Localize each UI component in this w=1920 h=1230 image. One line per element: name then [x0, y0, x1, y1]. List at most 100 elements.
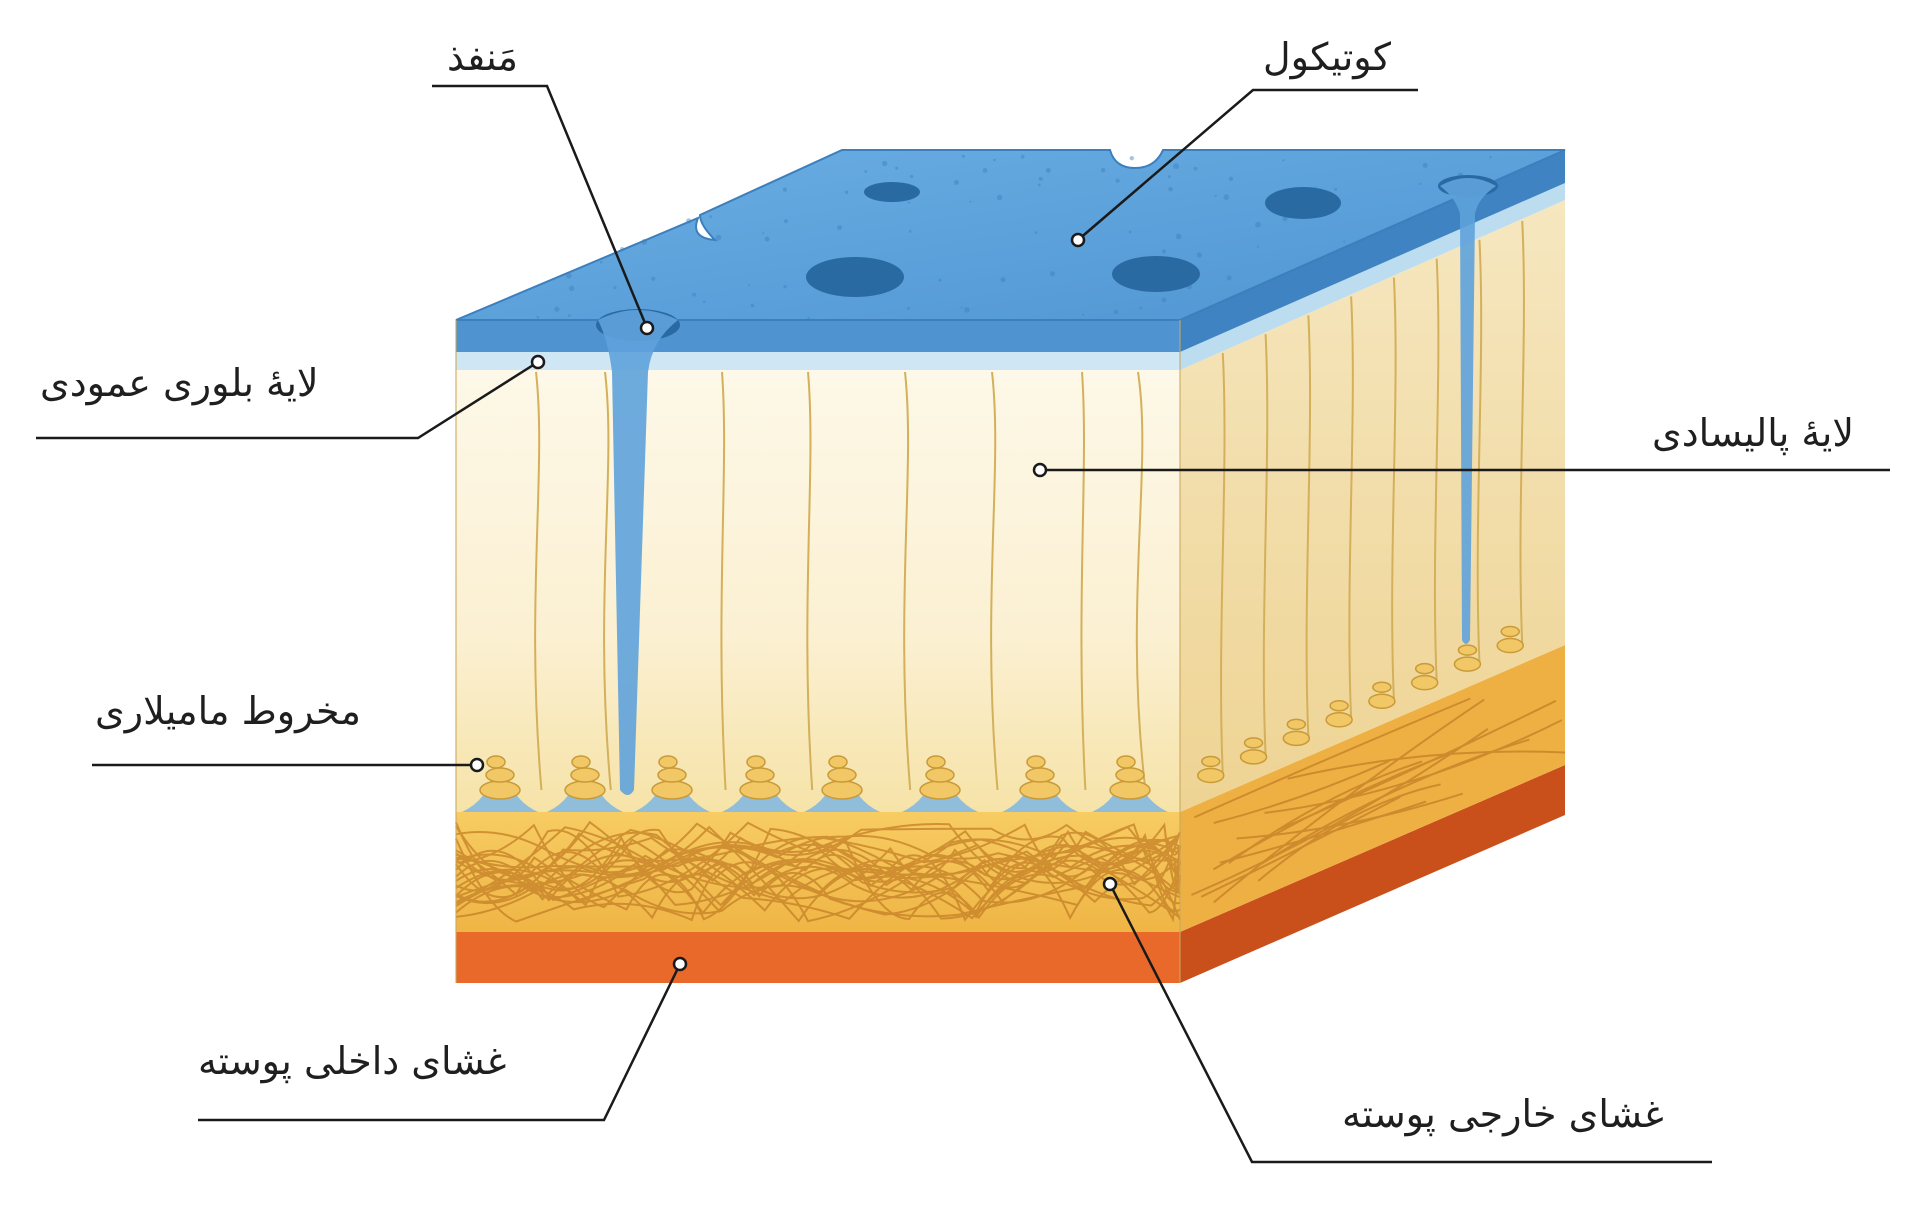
- cuticle-speckle: [536, 316, 540, 319]
- membrane-fiber: [1236, 792, 1464, 840]
- mammillary-cone: [1239, 737, 1268, 765]
- cuticle-speckle: [783, 285, 787, 289]
- cuticle-speckle: [1037, 183, 1041, 187]
- mammillary-cones: [462, 625, 1524, 812]
- cell-wall: [603, 371, 612, 791]
- mammillary-cone: [1410, 662, 1439, 691]
- membrane-fiber: [1193, 697, 1471, 819]
- membrane-fiber: [1261, 738, 1530, 865]
- mammillary-cone: [1197, 755, 1225, 784]
- cuticle-speckle: [1161, 249, 1167, 254]
- cuticle-speckle: [960, 306, 963, 309]
- cuticle-speckle: [568, 314, 571, 317]
- cuticle-speckle: [1175, 233, 1182, 240]
- cuticle-speckle: [1038, 176, 1043, 181]
- cuticle-speckle: [1045, 167, 1051, 173]
- cuticle-speckle: [1226, 275, 1232, 281]
- cuticle-speckle: [1049, 271, 1056, 277]
- cuticle-speckle: [651, 276, 656, 281]
- cuticle-speckle: [686, 218, 692, 224]
- cuticle-speckle: [1282, 159, 1285, 162]
- membrane-fiber: [455, 825, 1181, 921]
- membrane-fiber: [455, 830, 1181, 881]
- cuticle-speckle: [964, 307, 970, 313]
- membrane-fiber: [1264, 719, 1563, 814]
- membrane-fiber: [455, 829, 1181, 922]
- cuticle-speckle: [782, 187, 787, 192]
- cell-wall: [903, 371, 912, 791]
- cell-wall: [1135, 371, 1147, 791]
- cuticle-speckle: [807, 317, 810, 320]
- cuticle-speckle: [599, 260, 603, 264]
- label-outer-shell-membrane: غشای خارجی پوسته: [1342, 1092, 1664, 1136]
- palisade-front: [456, 370, 1180, 812]
- inner-membrane-side: [1180, 765, 1565, 983]
- inner-membrane-front: [456, 932, 1180, 983]
- cuticle-speckle: [1128, 230, 1132, 234]
- cuticle-speckle: [702, 300, 706, 304]
- cuticle-speckle: [1214, 194, 1218, 197]
- cuticle-speckle: [953, 180, 959, 185]
- label-vertical-crystal-layer: لایهٔ بلوری عمودی: [40, 361, 319, 405]
- mammillary-cone: [1325, 700, 1353, 728]
- mammillary-cone: [902, 755, 978, 812]
- cuticle-speckle: [1034, 231, 1038, 235]
- cuticle-speckle: [1256, 245, 1259, 248]
- cuticle-speckle: [1139, 306, 1143, 310]
- membrane-fiber: [1212, 752, 1452, 871]
- cuticle-speckle: [1161, 297, 1167, 303]
- membrane-fiber: [455, 844, 1181, 922]
- cuticle-speckle: [566, 273, 572, 279]
- cuticle-speckle: [1000, 277, 1006, 283]
- membrane-fiber: [455, 822, 1181, 920]
- cell-wall: [720, 371, 727, 791]
- cuticle-speckle: [613, 286, 617, 290]
- outer-membrane-leader: [1108, 883, 1712, 1164]
- membrane-fiber: [1257, 783, 1441, 882]
- cuticle-speckle: [961, 154, 965, 158]
- cuticle-speckle: [837, 225, 842, 231]
- cell-wall: [1391, 277, 1397, 700]
- membrane-fiber: [1219, 800, 1427, 864]
- cuticle-speckle: [1223, 194, 1230, 200]
- mammillary-cone: [634, 755, 710, 812]
- cuticle-speckle: [715, 234, 722, 241]
- cuticle-speckle: [783, 219, 789, 224]
- cuticle-speckle: [993, 158, 996, 162]
- cuticle-speckle: [568, 285, 575, 291]
- cell-wall: [990, 371, 999, 791]
- cell-wall: [1262, 334, 1269, 755]
- membrane-fibers: [455, 697, 1566, 923]
- cuticle-speckle: [748, 284, 751, 287]
- mammillary-cone: [547, 755, 623, 812]
- pore-canal-front: [598, 310, 678, 795]
- cuticle-speckle: [1101, 168, 1106, 173]
- cell-wall: [806, 371, 814, 791]
- cuticle-speckle: [750, 303, 755, 308]
- membrane-fiber: [1200, 796, 1401, 898]
- cuticle-speckle: [554, 306, 560, 312]
- cuticle-speckle: [762, 232, 765, 235]
- cell-wall: [1080, 371, 1087, 791]
- membrane-fiber: [455, 835, 1181, 904]
- cuticle-speckle: [1129, 156, 1135, 161]
- membrane-fiber: [1287, 750, 1566, 780]
- block-outline: [455, 320, 1181, 983]
- cuticle-speckle: [1020, 154, 1025, 159]
- cuticle-speckle: [692, 292, 697, 297]
- cuticle-leader: [1077, 88, 1418, 241]
- cell-wall: [1220, 353, 1226, 774]
- cuticle-speckle: [969, 200, 972, 203]
- cell-wall: [1348, 296, 1354, 718]
- cuticle-speckle: [1489, 156, 1492, 159]
- cuticle-speckle: [1193, 166, 1198, 171]
- mammillary-cone: [1282, 718, 1311, 747]
- vertical-crystal-layer-front: [456, 352, 1180, 370]
- label-cuticle: کوتیکول: [1263, 35, 1391, 79]
- label-mammillary-cone: مخروط ماميلارى: [95, 689, 361, 733]
- cuticle-speckle: [1334, 188, 1338, 191]
- cell-wall: [1433, 258, 1440, 681]
- cuticle-speckle: [908, 230, 912, 233]
- cell-wall: [1476, 239, 1483, 663]
